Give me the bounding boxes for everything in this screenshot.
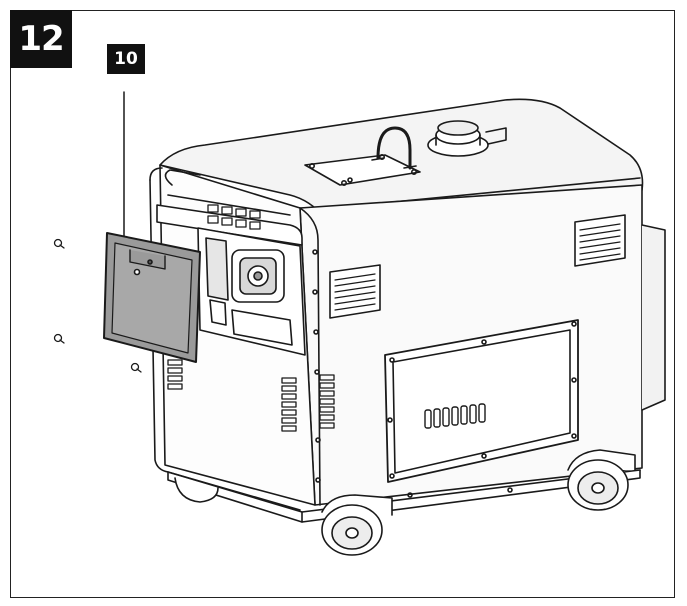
side-panel-cover — [103, 232, 201, 363]
rear-left-wheel — [174, 477, 219, 503]
front-left-wheel — [321, 494, 393, 556]
front-louvre-right — [574, 214, 626, 267]
front-right-wheel — [567, 449, 636, 511]
screw-icon — [53, 238, 142, 373]
front-louvre-left — [329, 264, 381, 319]
side-lower-vents — [167, 359, 297, 432]
fuel-cap — [427, 120, 507, 157]
front-access-panel — [384, 319, 579, 483]
lifting-handle — [376, 126, 412, 170]
side-top-vents — [207, 204, 261, 230]
part-callout-badge: 10 — [107, 44, 145, 74]
top-access-hatch — [304, 154, 421, 187]
exhaust-housing — [641, 224, 666, 411]
front-edge-vents — [319, 374, 335, 429]
control-panel-opening — [197, 227, 306, 356]
step-number-badge: 12 — [10, 10, 72, 68]
